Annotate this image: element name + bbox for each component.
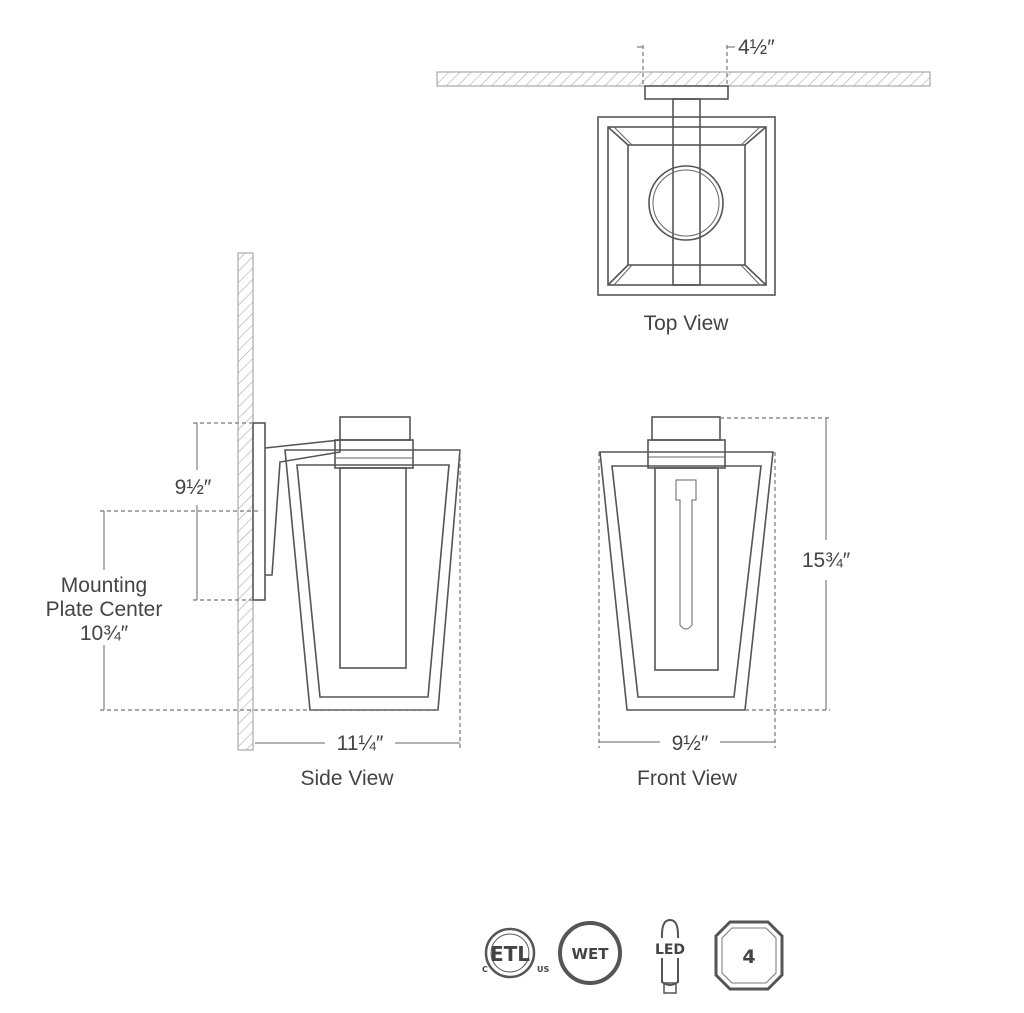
svg-text:WET: WET bbox=[571, 945, 609, 963]
frame-outer bbox=[284, 449, 461, 711]
mounting-plate bbox=[644, 85, 729, 100]
glass-circle bbox=[648, 165, 724, 241]
mounting-label-1: Mounting bbox=[61, 574, 147, 597]
top-view-title: Top View bbox=[644, 312, 730, 335]
stem bbox=[672, 98, 701, 286]
height-dim-label: 15¾″ bbox=[802, 549, 851, 572]
front-view-title: Front View bbox=[637, 767, 738, 790]
led-bulb-icon: LED bbox=[653, 918, 687, 994]
glass bbox=[339, 467, 407, 669]
svg-text:LED: LED bbox=[655, 942, 685, 958]
mounting-value: 10¾″ bbox=[80, 622, 129, 645]
ceiling-hatch bbox=[436, 71, 931, 87]
svg-text:C: C bbox=[482, 965, 488, 974]
side-view: 9½″ Mounting Plate Center 10¾″ 11¼″ Side… bbox=[46, 252, 461, 790]
wet-rated-icon: WET bbox=[558, 921, 622, 985]
side-view-title: Side View bbox=[300, 767, 394, 790]
mounting-label-2: Plate Center bbox=[46, 598, 163, 621]
top-view: 4½″ Top View bbox=[436, 36, 931, 335]
bulb bbox=[675, 479, 697, 630]
svg-text:ETL: ETL bbox=[490, 942, 530, 966]
etl-icon: ETL C US bbox=[482, 927, 549, 979]
top-dim-label: 4½″ bbox=[738, 36, 775, 59]
lantern-outline bbox=[597, 116, 776, 296]
junction-box-icon: 4 bbox=[714, 920, 784, 991]
extension-dim-label: 11¼″ bbox=[337, 732, 384, 755]
glass bbox=[654, 467, 719, 671]
backplate-dim-label: 9½″ bbox=[175, 476, 212, 499]
svg-text:4: 4 bbox=[742, 946, 755, 968]
width-dim-label: 9½″ bbox=[672, 732, 709, 755]
backplate bbox=[252, 422, 266, 601]
wall-hatch bbox=[237, 252, 254, 751]
front-view: 15¾″ 9½″ Front View bbox=[598, 416, 851, 790]
svg-text:US: US bbox=[537, 965, 549, 974]
